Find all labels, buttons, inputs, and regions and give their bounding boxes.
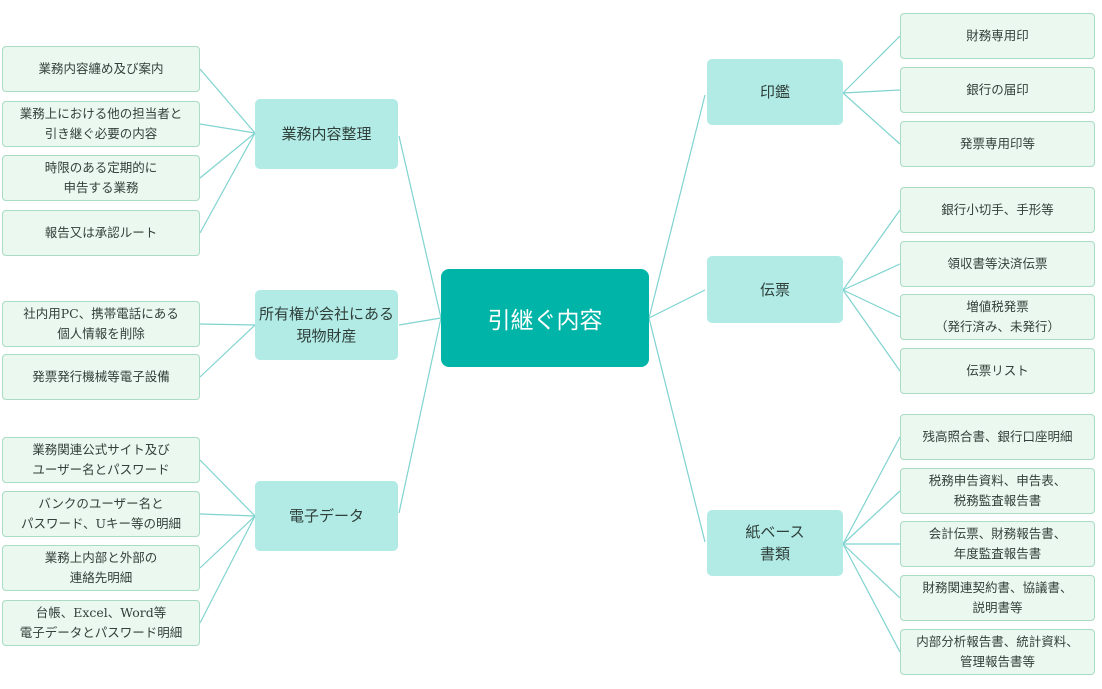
connector-line [842,490,901,545]
connector-line [199,515,256,624]
connector-line [648,289,706,319]
leaf-internal-analysis[interactable]: 内部分析報告書、統計資料、 管理報告書等 [900,629,1095,675]
leaf-handover-to-others[interactable]: 業務上における他の担当者と 引き継ぐ必要の内容 [2,101,200,147]
leaf-official-sites[interactable]: 業務関連公式サイト及び ユーザー名とパスワード [2,437,200,483]
connector-line [842,543,901,653]
leaf-ledger-files[interactable]: 台帳、Excel、Word等 電子データとパスワード明細 [2,600,200,646]
connector-line [842,89,901,94]
leaf-tax-filings[interactable]: 税務申告資料、申告表、 税務監査報告書 [900,468,1095,514]
connector-line [842,263,901,291]
category-seals[interactable]: 印鑑 [707,59,843,125]
connector-line [199,68,256,134]
leaf-bank-seal[interactable]: 銀行の届印 [900,67,1095,113]
connector-line [199,132,256,234]
category-business-content[interactable]: 業務内容整理 [255,99,398,169]
leaf-vat-invoices[interactable]: 増値税発票 （発行済み、未発行） [900,294,1095,340]
connector-line [199,323,256,326]
leaf-balance-statements[interactable]: 残高照合書、銀行口座明細 [900,414,1095,460]
leaf-electronic-equipment[interactable]: 発票発行機械等電子設備 [2,354,200,400]
leaf-invoice-seal[interactable]: 発票専用印等 [900,121,1095,167]
leaf-finance-contracts[interactable]: 財務関連契約書、協議書、 説明書等 [900,575,1095,621]
connector-line [842,289,901,318]
connector-line [199,515,256,569]
connector-line [842,92,901,145]
connector-line [199,123,256,134]
connector-line [199,513,256,517]
connector-line [842,436,901,545]
leaf-business-summary[interactable]: 業務内容纏め及び案内 [2,46,200,92]
category-electronic-data[interactable]: 電子データ [255,481,398,551]
leaf-delete-personal-info[interactable]: 社内用PC、携帯電話にある 個人情報を削除 [2,301,200,347]
central-topic[interactable]: 引継ぐ内容 [441,269,649,367]
leaf-voucher-list[interactable]: 伝票リスト [900,348,1095,394]
connector-line [199,132,256,179]
connector-line [648,317,706,543]
category-vouchers[interactable]: 伝票 [707,256,843,323]
leaf-accounting-reports[interactable]: 会計伝票、財務報告書、 年度監査報告書 [900,521,1095,567]
connector-line [199,459,256,517]
connector-line [398,317,442,514]
leaf-contact-list[interactable]: 業務上内部と外部の 連絡先明細 [2,545,200,591]
leaf-receipts[interactable]: 領収書等決済伝票 [900,241,1095,287]
connector-line [842,543,901,599]
connector-line [199,324,256,378]
category-physical-assets[interactable]: 所有権が会社にある 現物財産 [255,290,398,360]
connector-line [648,94,706,319]
connector-line [398,317,442,326]
leaf-bank-credentials[interactable]: バンクのユーザー名と パスワード、Uキー等の明細 [2,491,200,537]
connector-line [842,209,901,291]
leaf-periodic-filing[interactable]: 時限のある定期的に 申告する業務 [2,155,200,201]
leaf-reporting-route[interactable]: 報告又は承認ルート [2,210,200,256]
connector-line [842,289,901,372]
category-paper-documents[interactable]: 紙ベース 書類 [707,510,843,576]
connector-line [398,135,442,319]
central-topic-label: 引継ぐ内容 [487,308,603,334]
leaf-finance-seal[interactable]: 財務専用印 [900,13,1095,59]
leaf-checks-bills[interactable]: 銀行小切手、手形等 [900,187,1095,233]
connector-line [842,35,901,94]
